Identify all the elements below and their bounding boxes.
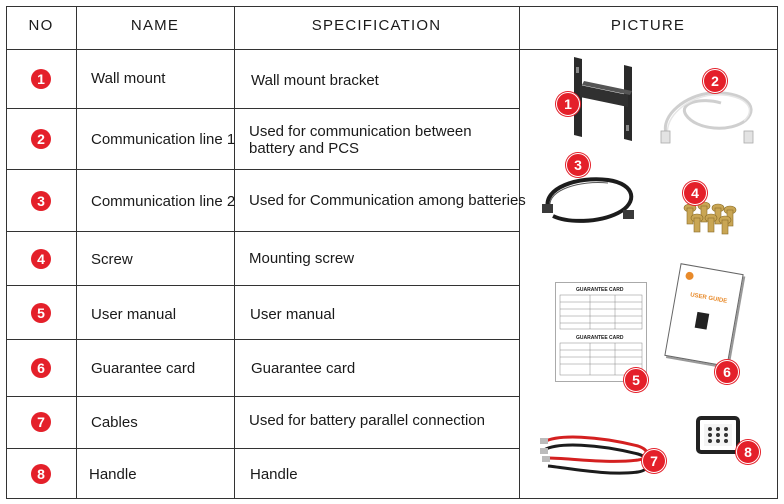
row-number-badge: 7	[31, 412, 51, 432]
row-divider	[6, 231, 519, 232]
item-name: Handle	[89, 466, 137, 483]
column-divider	[519, 6, 520, 499]
item-name: User manual	[91, 306, 177, 323]
row-number-badge: 2	[31, 129, 51, 149]
wall-mount-bracket-icon	[574, 57, 632, 141]
row-number-badge: 5	[31, 303, 51, 323]
row-divider	[6, 108, 519, 109]
screws-icon	[683, 201, 737, 235]
user-guide-booklet-icon: USER GUIDE	[664, 263, 744, 367]
table-border-left	[6, 6, 7, 499]
item-name: Communication line 2	[91, 193, 236, 210]
white-cable-icon	[660, 91, 754, 144]
booklet-device-icon	[694, 311, 710, 330]
row-number-badge: 4	[31, 249, 51, 269]
item-spec: Guarantee card	[251, 360, 356, 377]
guarantee-card-icon: GUARANTEE CARD GUARANTEE CARD	[555, 282, 647, 382]
row-divider	[6, 169, 519, 170]
row-divider	[6, 396, 519, 397]
header-no: NO	[28, 17, 54, 34]
row-number-badge: 1	[31, 69, 51, 89]
guarantee-card-title: GUARANTEE CARD	[576, 335, 624, 341]
column-divider	[76, 6, 77, 499]
picture-label-badge: 1	[556, 92, 580, 116]
row-divider	[6, 285, 519, 286]
column-divider	[234, 6, 235, 499]
picture-label-badge: 6	[715, 360, 739, 384]
card-form-lines-icon	[559, 342, 643, 376]
row-divider	[6, 448, 519, 449]
red-black-cables-icon	[540, 435, 650, 475]
row-number-badge: 6	[31, 358, 51, 378]
booklet-logo-icon	[684, 271, 695, 281]
item-name: Guarantee card	[91, 360, 196, 377]
picture-label-badge: 3	[566, 153, 590, 177]
row-divider	[6, 339, 519, 340]
guarantee-card-title: GUARANTEE CARD	[576, 287, 624, 293]
picture-label-badge: 7	[642, 449, 666, 473]
item-spec: Used for communication between battery a…	[249, 123, 472, 157]
table-border-bottom	[6, 498, 778, 499]
picture-label-badge: 8	[736, 440, 760, 464]
item-spec: Mounting screw	[249, 250, 355, 267]
item-name: Wall mount	[91, 70, 166, 87]
row-number-badge: 8	[31, 464, 51, 484]
header-specification: SPECIFICATION	[311, 17, 442, 34]
picture-label-badge: 4	[683, 181, 707, 205]
header-divider	[6, 49, 778, 50]
black-cable-icon	[542, 177, 634, 223]
item-spec: Wall mount bracket	[251, 72, 379, 89]
header-picture: PICTURE	[610, 17, 686, 34]
handle-icon	[696, 416, 740, 454]
item-spec: Used for battery parallel connection	[249, 412, 485, 429]
item-name: Cables	[91, 414, 138, 431]
header-name: NAME	[130, 17, 180, 34]
card-form-lines-icon	[559, 294, 643, 330]
item-spec: Used for Communication among batteries	[249, 192, 526, 209]
item-name: Communication line 1	[91, 131, 236, 148]
picture-label-badge: 2	[703, 69, 727, 93]
table-border-right	[777, 6, 778, 499]
item-spec: Handle	[250, 466, 298, 483]
item-name: Screw	[91, 251, 133, 268]
picture-label-badge: 5	[624, 368, 648, 392]
user-guide-title: USER GUIDE	[689, 292, 728, 305]
row-number-badge: 3	[31, 191, 51, 211]
item-spec: User manual	[250, 306, 336, 323]
table-border-top	[6, 6, 778, 7]
